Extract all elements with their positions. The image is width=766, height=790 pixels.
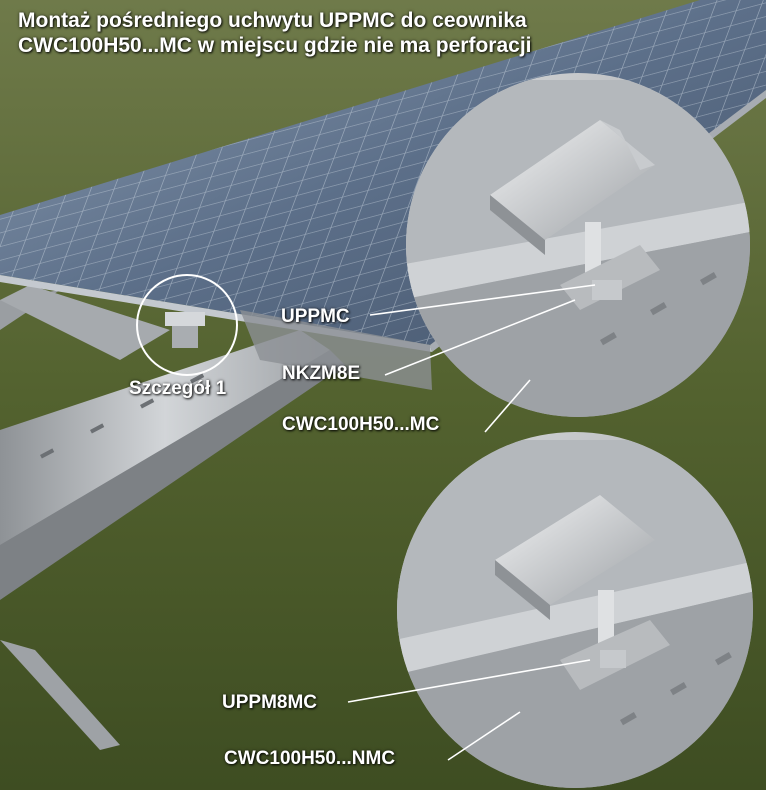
- cwc-nmc-label: CWC100H50...NMC: [224, 748, 396, 769]
- uppm8mc-label: UPPM8MC: [222, 692, 318, 713]
- uppmc-label: UPPMC: [281, 306, 350, 327]
- detail-1-label: Szczegół 1: [129, 378, 227, 399]
- detail-1-marker: [136, 274, 238, 376]
- cwc-mc-label: CWC100H50...MC: [282, 414, 440, 435]
- page-title: Montaż pośredniego uchwytu UPPMC do ceow…: [18, 8, 532, 58]
- mounting-rails: [0, 285, 345, 750]
- nkzm8e-label: NKZM8E: [282, 363, 361, 384]
- detail-circle-lower: [397, 432, 753, 788]
- detail-circle-upper: [406, 73, 750, 417]
- callout-lines: [347, 284, 596, 761]
- title-line-1: Montaż pośredniego uchwytu UPPMC do ceow…: [18, 9, 527, 32]
- title-line-2: CWC100H50...MC w miejscu gdzie nie ma pe…: [18, 34, 532, 57]
